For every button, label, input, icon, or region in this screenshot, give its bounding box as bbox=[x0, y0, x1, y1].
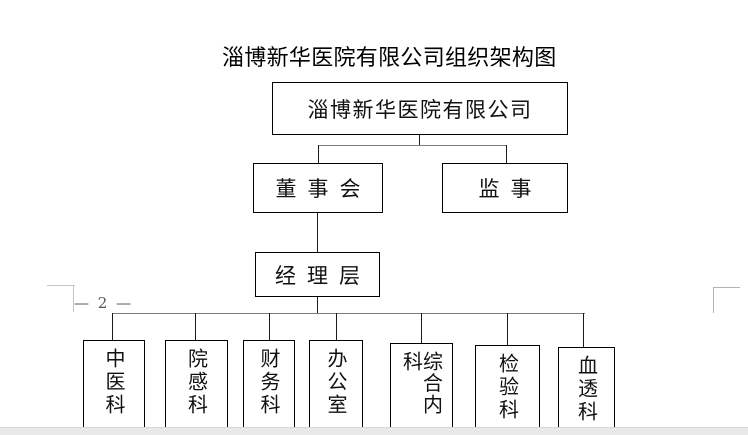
dept-label-hemodialysis: 血透科 bbox=[574, 355, 599, 424]
connector-dept-drop-7 bbox=[583, 313, 585, 347]
dept-box-finance[interactable]: 财务科 bbox=[243, 340, 295, 430]
org-supervisor-box[interactable]: 监事 bbox=[442, 163, 568, 213]
text-boundary-mark-left-horizontal bbox=[47, 285, 75, 286]
text-boundary-mark-left-vertical bbox=[73, 285, 74, 312]
connector-board-to-management bbox=[317, 213, 319, 252]
org-management-box[interactable]: 经理层 bbox=[255, 252, 380, 297]
connector-management-stem bbox=[317, 297, 319, 314]
dept-box-hemodialysis[interactable]: 血透科 bbox=[558, 347, 615, 430]
connector-board-drop bbox=[318, 145, 320, 164]
connector-dept-drop-4 bbox=[336, 313, 338, 340]
connector-dept-drop-1 bbox=[112, 313, 114, 340]
page-title: 淄博新华医院有限公司组织架构图 bbox=[222, 46, 557, 71]
dept-box-infection-control[interactable]: 院感科 bbox=[165, 340, 228, 430]
org-management-label: 经理层 bbox=[275, 263, 371, 288]
dept-box-laboratory[interactable]: 检验科 bbox=[475, 345, 540, 430]
dept-label-laboratory: 检验科 bbox=[495, 353, 520, 422]
connector-departments-rail bbox=[112, 313, 585, 315]
org-root-box[interactable]: 淄博新华医院有限公司 bbox=[272, 82, 568, 135]
connector-level2-rail bbox=[318, 145, 507, 147]
dept-label-finance: 财务科 bbox=[257, 348, 281, 417]
text-boundary-mark-right-horizontal bbox=[713, 287, 740, 288]
connector-root-stem bbox=[419, 135, 421, 146]
connector-dept-drop-3 bbox=[269, 313, 271, 340]
dept-box-office[interactable]: 办公室 bbox=[309, 340, 363, 430]
org-board-box[interactable]: 董事会 bbox=[253, 163, 383, 213]
connector-dept-drop-5 bbox=[421, 313, 423, 343]
org-root-label: 淄博新华医院有限公司 bbox=[307, 97, 533, 122]
page-number: — 2 — bbox=[74, 294, 134, 312]
connector-supervisor-drop bbox=[506, 145, 508, 164]
connector-dept-drop-2 bbox=[195, 313, 197, 340]
org-board-label: 董事会 bbox=[275, 177, 372, 201]
dept-box-general-internal-medicine[interactable]: 综合内科 bbox=[390, 343, 453, 430]
dept-label-tcm: 中医科 bbox=[102, 348, 126, 417]
dept-label-office: 办公室 bbox=[324, 348, 348, 417]
page-bottom-edge bbox=[0, 427, 748, 435]
text-boundary-mark-right-vertical bbox=[713, 287, 714, 313]
dept-box-tcm[interactable]: 中医科 bbox=[83, 340, 145, 430]
connector-dept-drop-6 bbox=[507, 313, 509, 345]
org-supervisor-label: 监事 bbox=[478, 177, 543, 201]
dept-label-general-internal-medicine: 综合内科 bbox=[399, 351, 444, 416]
dept-label-infection-control: 院感科 bbox=[184, 348, 209, 417]
